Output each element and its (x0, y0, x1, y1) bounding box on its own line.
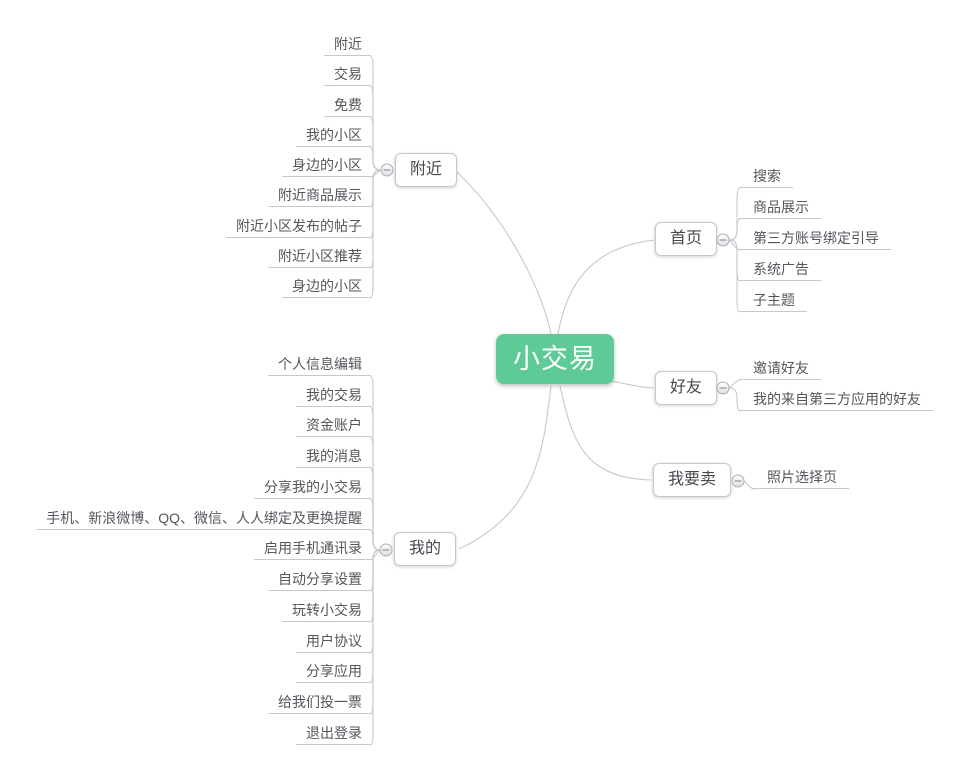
collapse-button-nearby[interactable] (380, 163, 394, 177)
subtopic-label[interactable]: 邀请好友 (739, 358, 821, 380)
connector-line (369, 406, 380, 551)
minus-icon (734, 480, 742, 482)
connector-line (369, 549, 380, 746)
subtopic-label[interactable]: 搜索 (739, 166, 793, 188)
subtopic-label[interactable]: 附近商品展示 (268, 185, 371, 207)
subtopic-label[interactable]: 资金账户 (296, 415, 371, 437)
subtopic-label[interactable]: 分享我的小交易 (254, 477, 371, 499)
topic-mine[interactable]: 我的 (393, 532, 457, 566)
subtopic-label[interactable]: 退出登录 (296, 723, 371, 745)
connector-line (369, 169, 381, 269)
subtopic-label[interactable]: 用户协议 (296, 631, 371, 653)
subtopic-label[interactable]: 附近小区发布的帖子 (226, 216, 371, 238)
connector-line (369, 549, 380, 654)
connector-line (369, 549, 380, 623)
connector-line (458, 385, 552, 550)
subtopic-label[interactable]: 身边的小区 (282, 276, 371, 298)
connector-line (729, 239, 741, 313)
connector-line (729, 387, 741, 412)
connector-line (456, 171, 552, 335)
minus-icon (719, 239, 727, 241)
subtopic-label[interactable]: 个人信息编辑 (268, 354, 371, 376)
subtopic-label[interactable]: 系统广告 (739, 259, 821, 281)
connector-line (609, 380, 655, 389)
root-topic[interactable]: 小交易 (496, 334, 614, 384)
connector-line (369, 55, 381, 171)
minus-icon (383, 169, 391, 171)
connector-line (369, 549, 380, 684)
subtopic-label[interactable]: 给我们投一票 (268, 692, 371, 714)
subtopic-label[interactable]: 自动分享设置 (268, 569, 371, 591)
subtopic-label[interactable]: 第三方账号绑定引导 (739, 228, 891, 250)
connector-line (729, 218, 741, 241)
minus-icon (719, 387, 727, 389)
topic-nearby[interactable]: 附近 (394, 153, 458, 187)
subtopic-label[interactable]: 我的交易 (296, 385, 371, 407)
connector-line (369, 169, 381, 239)
subtopic-label[interactable]: 身边的小区 (282, 155, 371, 177)
subtopic-label[interactable]: 我的小区 (296, 125, 371, 147)
subtopic-label[interactable]: 免费 (324, 95, 371, 117)
topic-sell[interactable]: 我要卖 (652, 463, 732, 497)
subtopic-label[interactable]: 交易 (324, 64, 371, 86)
subtopic-label[interactable]: 手机、新浪微博、QQ、微信、人人绑定及更换提醒 (36, 508, 371, 530)
subtopic-label[interactable]: 附近 (324, 34, 371, 56)
connector-line (369, 146, 381, 171)
connector-line (369, 116, 381, 171)
connector-line (559, 385, 652, 481)
subtopic-label[interactable]: 玩转小交易 (282, 600, 371, 622)
subtopic-label[interactable]: 我的来自第三方应用的好友 (739, 389, 933, 411)
topic-home[interactable]: 首页 (654, 222, 718, 256)
connector-line (369, 436, 380, 551)
collapse-button-mine[interactable] (379, 543, 393, 557)
subtopic-label[interactable]: 启用手机通讯录 (254, 538, 371, 560)
subtopic-label[interactable]: 商品展示 (739, 197, 821, 219)
connector-line (369, 498, 380, 551)
collapse-button-home[interactable] (716, 233, 730, 247)
connector-line (729, 379, 741, 389)
connector-line (369, 375, 380, 551)
connector-line (557, 239, 655, 335)
connector-line (369, 549, 380, 715)
subtopic-label[interactable]: 我的消息 (296, 446, 371, 468)
subtopic-label[interactable]: 分享应用 (296, 661, 371, 683)
topic-friends[interactable]: 好友 (654, 371, 718, 405)
subtopic-label[interactable]: 附近小区推荐 (268, 246, 371, 268)
connector-line (369, 169, 381, 178)
subtopic-label[interactable]: 子主题 (739, 290, 807, 312)
connector-line (369, 169, 381, 208)
subtopic-label[interactable]: 照片选择页 (753, 467, 849, 489)
connector-line (369, 169, 381, 299)
connector-line (369, 85, 381, 171)
collapse-button-sell[interactable] (731, 474, 745, 488)
minus-icon (382, 549, 390, 551)
connector-line (369, 529, 380, 551)
collapse-button-friends[interactable] (716, 381, 730, 395)
connector-line (369, 467, 380, 551)
